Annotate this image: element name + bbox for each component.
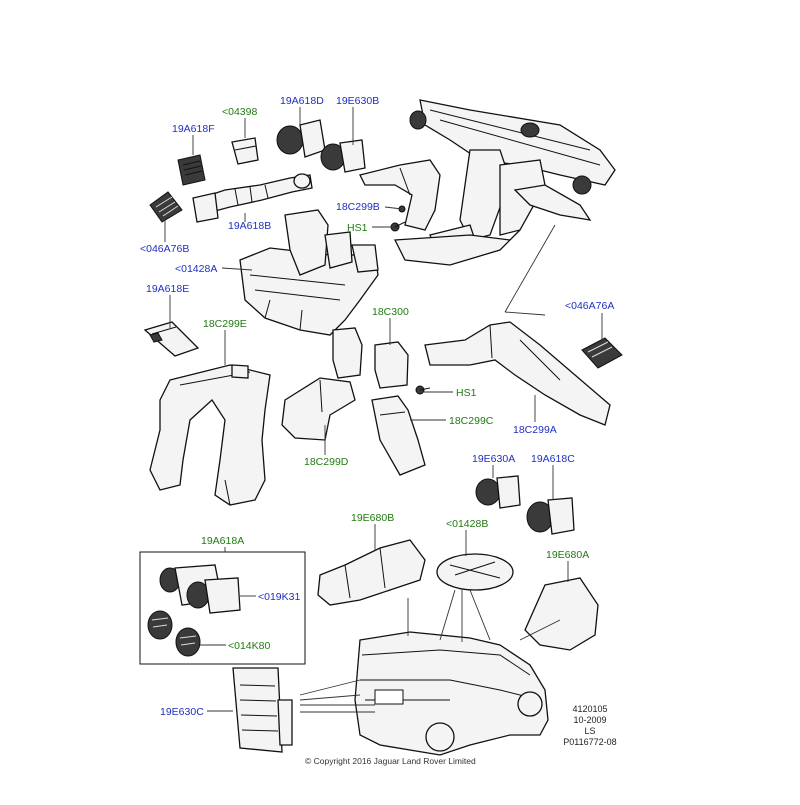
label-014K80: <014K80 [228,640,271,652]
label-18C299B: 18C299B [336,201,380,213]
label-18C299E: 18C299E [203,318,247,330]
plenum-01428A [239,209,379,336]
label-18C300: 18C300 [372,306,409,318]
label-19E680A: 19E680A [546,549,590,561]
label-046A76B: <046A76B [140,243,190,255]
label-19E630B: 19E630B [336,95,380,107]
label-01428B: <01428B [446,518,489,530]
hose-19A618B [192,173,313,223]
vent-19A618D [276,119,326,158]
duct-19E680B [317,539,426,606]
label-19A618A: 19A618A [201,535,245,547]
duct-18C299B [359,159,441,231]
duct-18C299D [281,377,356,441]
duct-19E680A [524,577,599,651]
label-19E630A: 19E630A [472,453,516,465]
duct-18C299C [371,395,426,476]
diagram-reference: P0116772-08 [563,737,617,747]
label-HS1-top: HS1 [347,222,368,234]
diagram-date: 10-2009 [573,715,607,725]
copyright-notice: © Copyright 2016 Jaguar Land Rover Limit… [305,756,476,766]
label-18C299A: 18C299A [513,424,557,436]
label-19A618B: 19A618B [228,220,272,232]
label-19A618D: 19A618D [280,95,324,107]
box-19A618A [139,547,306,665]
duct-18C300 [374,341,409,389]
vent-19E630A [475,475,521,509]
label-046A76A: <046A76A [565,300,615,312]
diagram-code: LS [584,726,596,736]
label-019K31: <019K31 [258,591,301,603]
label-19A618F: 19A618F [172,123,215,135]
vent-19A618E [143,321,200,357]
grille-046A76B [149,191,183,223]
vent-19A618F [177,154,206,186]
duct-18C299E [149,364,271,506]
diagram-number: 4120105 [572,704,608,714]
label-19E680B: 19E680B [351,512,395,524]
label-04398: <04398 [222,106,258,118]
vent-19E630C [232,667,293,753]
label-01428A: <01428A [175,263,218,275]
duct-18C299A [424,321,611,426]
dashboard-duct-assembly [393,99,616,266]
grille-046A76A [581,337,623,369]
diagram-id-block: 4120105 10-2009 LS P0116772-08 [555,704,625,748]
screw-HS1-top [390,221,406,232]
plate-01428B [436,553,514,591]
label-19A618E: 19A618E [146,283,190,295]
screw-HS1-mid [415,385,431,395]
vent-19E630B [320,139,366,173]
label-HS1-mid: HS1 [456,387,477,399]
label-18C299C: 18C299C [449,415,494,427]
vehicle-outline [354,631,549,756]
label-18C299D: 18C299D [304,456,349,468]
duct-18C300-pair [332,327,363,379]
label-19A618C: 19A618C [531,453,575,465]
duct-upper-right [513,184,592,221]
vent-19A618C [526,497,575,535]
clip-04398 [231,137,259,165]
label-19E630C: 19E630C [160,706,204,718]
